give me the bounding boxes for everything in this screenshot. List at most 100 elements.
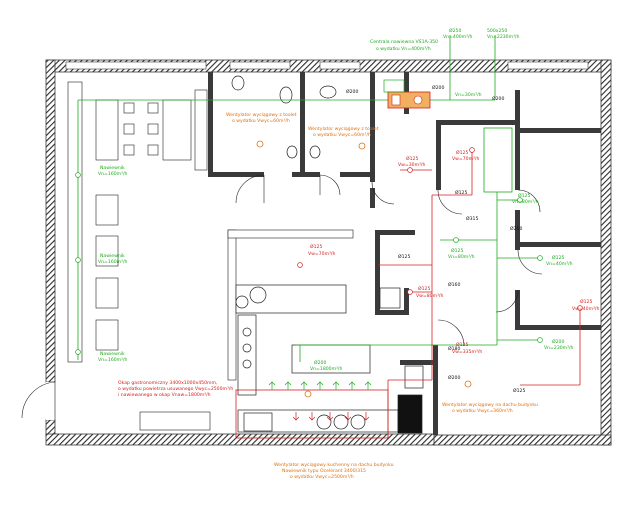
- range-line: [237, 314, 257, 396]
- note-hood-3: i nawiewanego w okap Vnaw=1800m³/h: [118, 392, 211, 398]
- wall-right-lower-b: [515, 290, 520, 330]
- wall-wc-divider: [300, 72, 305, 177]
- air-handling-unit: [387, 91, 431, 109]
- label-d200-wc: Ø200: [346, 88, 358, 95]
- supply-arrows: [268, 381, 372, 390]
- label-central-1: Centrala nawiewna VS1A-350: [370, 39, 438, 45]
- table-4: [95, 235, 119, 267]
- exhaust-label-1-b: Vw=30m³/h: [398, 162, 425, 168]
- fan-kitchen: [304, 390, 312, 398]
- wall-bottom: [45, 433, 436, 446]
- wall-right-room-top: [520, 128, 601, 133]
- wall-corridor-top: [440, 120, 520, 125]
- burner-2: [242, 343, 252, 353]
- note-wc2-fan-1: Wentylator wyciągowy z toalet: [308, 126, 379, 132]
- toilet-2: [279, 86, 293, 104]
- exhaust-label-4-b: Vw=80m³/h: [416, 293, 443, 299]
- note-wc2-fan-2: o wydatku Vwyc=60m³/h: [313, 132, 371, 138]
- duct-label-180: Ø180: [448, 345, 460, 352]
- supply-label-kit-b: Vn=1800m³/h: [310, 366, 342, 372]
- supply-label-left2-b: Vn=160m³/h: [98, 259, 128, 265]
- duct-label-125b: Ø125: [455, 189, 467, 196]
- window-4: [507, 61, 589, 70]
- duct-label-125-bottom: Ø125: [513, 387, 525, 394]
- fan-wc1: [256, 140, 264, 148]
- table-5: [95, 277, 119, 309]
- chair-2: [147, 102, 159, 114]
- wall-hall-left-b: [370, 188, 375, 208]
- exhaust-label-6-b: Vw=40m³/h: [572, 306, 599, 312]
- note-hood-1: Okap gastronomiczny 3400x1000x450mm,: [118, 380, 218, 386]
- sink-2: [309, 145, 321, 159]
- note-roof-fan-1: Wentylator wyciągowy kuchenny na dachu b…: [274, 462, 394, 468]
- burner-1: [242, 327, 252, 337]
- interior-walls: [208, 72, 601, 435]
- sink-1: [286, 145, 298, 159]
- wall-right-room: [515, 90, 520, 190]
- supply-label-mid-a: Ø125: [451, 247, 463, 254]
- kitchen-equipment: [235, 284, 424, 434]
- kettle-3: [350, 414, 366, 430]
- label-d200-top: Ø200: [432, 84, 444, 91]
- supply-label-rt2-a: Ø125: [552, 254, 564, 261]
- supply-label-left2-a: Nawiewnik: [100, 253, 125, 259]
- label-d200-right: Ø200: [492, 95, 504, 102]
- table-1: [95, 99, 119, 161]
- wc-doors: [235, 174, 543, 347]
- exhaust-label-5-b: Vw=335m³/h: [452, 349, 482, 355]
- table-6: [95, 319, 119, 351]
- label-d250: Ø250: [449, 27, 461, 34]
- wall-left-upper: [45, 59, 56, 383]
- supply-label-left1-a: Nawiewnik: [100, 165, 125, 171]
- duct-label-200-bottom: Ø200: [448, 374, 460, 381]
- cold-store: [397, 394, 423, 434]
- bench-left: [67, 81, 83, 363]
- chair-3: [123, 123, 135, 135]
- supply-label-left1-b: Vn=160m³/h: [98, 171, 128, 177]
- chair-6: [147, 144, 159, 156]
- island: [291, 344, 371, 374]
- wall-bottom-right: [433, 434, 612, 446]
- window-3: [319, 61, 361, 70]
- wall-hall-left: [370, 72, 375, 182]
- dining-door: [21, 381, 56, 420]
- wall-store-right: [404, 288, 409, 315]
- exhaust-arrows: [292, 412, 370, 421]
- table-3: [95, 194, 119, 226]
- toilet-3: [319, 85, 337, 99]
- exhaust-label-5-a: Ø125: [456, 341, 468, 348]
- exhaust-label-6-a: Ø125: [580, 298, 592, 305]
- exhaust-fans: [256, 140, 472, 398]
- wall-right-room-b: [515, 210, 520, 250]
- fan-wc2: [358, 142, 366, 150]
- note-hood-2: o wydatku powietrza usuwanego Vwyc=2500m…: [118, 386, 233, 392]
- window-2: [229, 61, 291, 70]
- wall-kitchen-right: [433, 345, 438, 435]
- dining-area: [67, 81, 354, 431]
- duct-label-160: Ø160: [448, 281, 460, 288]
- wall-store-bottom: [375, 310, 405, 315]
- wall-right: [600, 59, 612, 446]
- wall-corridor-mid: [436, 120, 441, 190]
- note-roof-fan-right-1: Wentylator wyciągowy na dachu budynku: [442, 402, 538, 408]
- wall-store-left: [375, 230, 380, 310]
- supply-label-mid-b: Vn=80m³/h: [448, 254, 475, 260]
- label-vn-2230: Vn=2230m³/h: [487, 34, 519, 40]
- burner-3: [242, 359, 252, 369]
- fryer: [243, 412, 273, 432]
- store-box: [379, 287, 401, 309]
- chair-5: [123, 144, 135, 156]
- supply-label-rt2-b: Vn=40m³/h: [546, 261, 573, 267]
- label-500x250: 500x250: [487, 28, 507, 34]
- supply-riser: [483, 127, 513, 193]
- counter-upper: [194, 89, 208, 171]
- counter-pass: [227, 229, 354, 239]
- exhaust-label-2-a: Ø125: [456, 149, 468, 156]
- wall-right-lower: [520, 325, 601, 330]
- labels: Ø250 500x250 Centrala nawiewna VS1A-350 …: [98, 27, 599, 480]
- supply-label-left3-b: Vn=160m³/h: [98, 357, 128, 363]
- duct-label-125a: Ø125: [398, 253, 410, 260]
- pot-1: [249, 286, 267, 304]
- note-wc-fan-1: Wentylator wyciągowy z toalet: [226, 112, 297, 118]
- exhaust-label-4-a: Ø125: [418, 285, 430, 292]
